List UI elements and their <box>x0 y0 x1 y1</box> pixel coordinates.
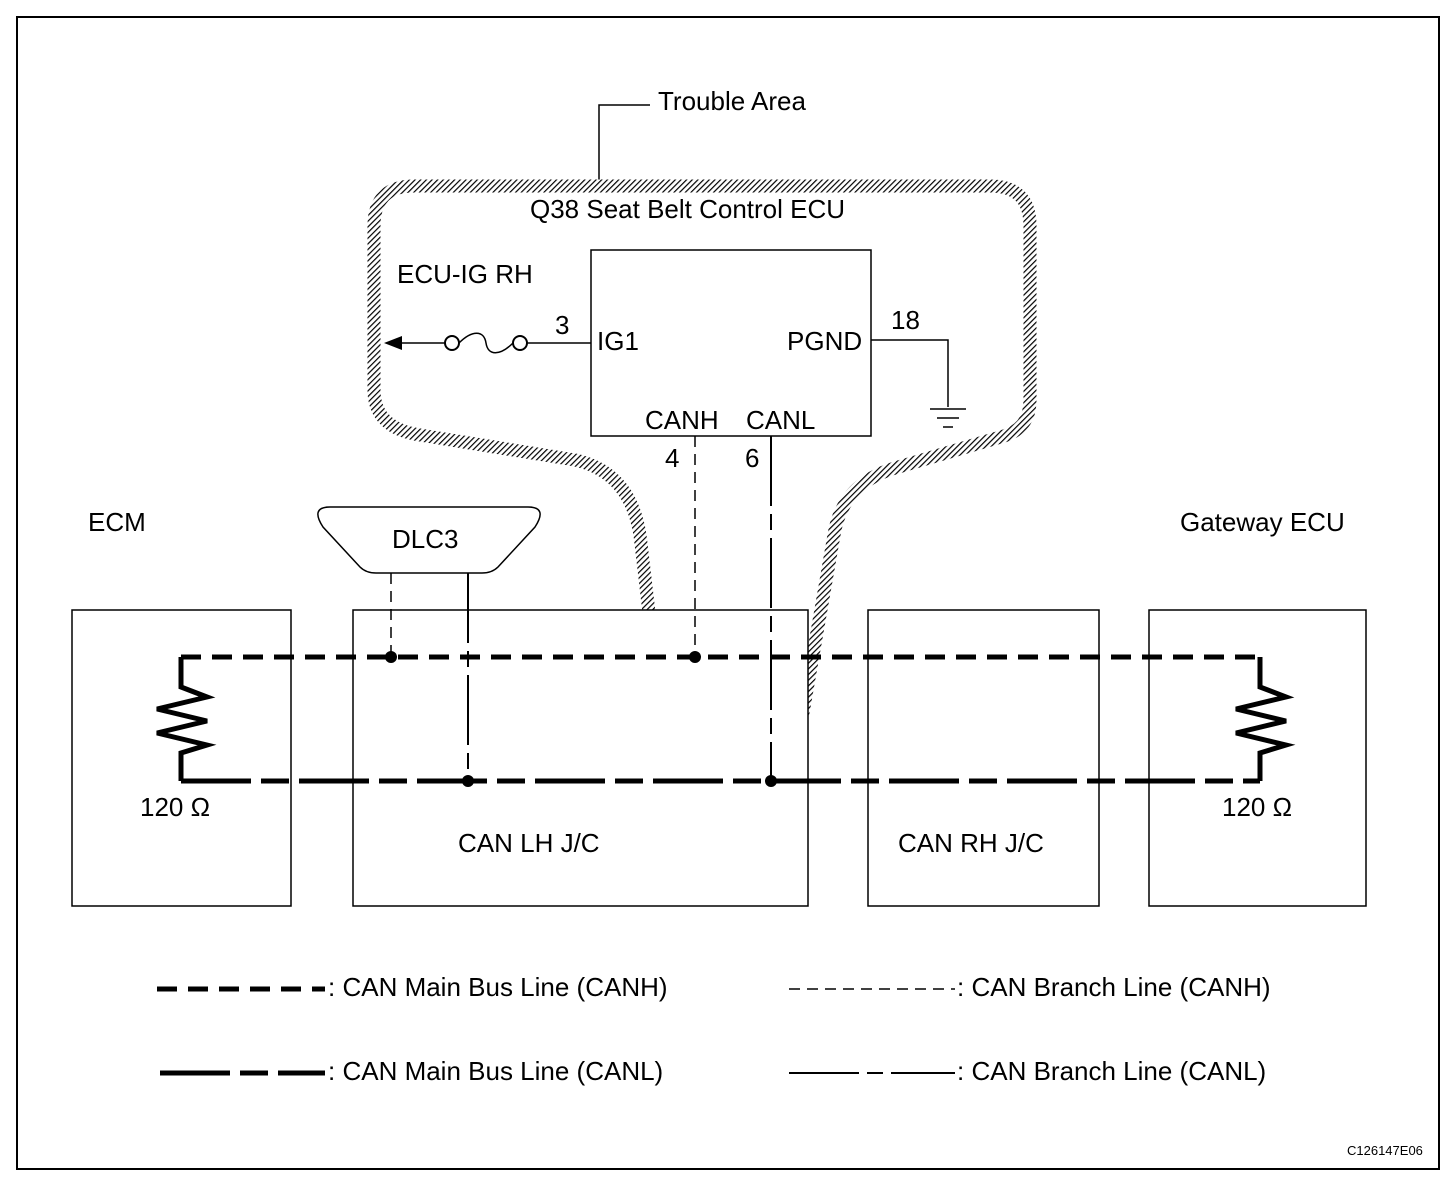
pin-canh-number: 4 <box>665 443 679 473</box>
ecm-terminating-resistor <box>156 657 217 781</box>
dlc3-canl-junction <box>462 775 474 787</box>
pin-pgnd-number: 18 <box>891 305 920 335</box>
legend-main-canh-text: : CAN Main Bus Line (CANH) <box>328 972 668 1002</box>
can-lh-jc-box <box>352 609 809 907</box>
ecu-canl-junction <box>765 775 777 787</box>
pin-ig1-name: IG1 <box>597 326 639 356</box>
can-lh-jc-label: CAN LH J/C <box>458 828 600 858</box>
dlc3-label: DLC3 <box>392 524 458 554</box>
fuse-terminal-right <box>512 335 528 351</box>
gateway-terminating-resistor <box>1235 657 1296 781</box>
pin-canl-name: CANL <box>746 405 815 435</box>
ecu-title: Q38 Seat Belt Control ECU <box>530 194 845 224</box>
diagram-frame <box>16 16 1440 1170</box>
pin-canl-number: 6 <box>745 443 759 473</box>
gateway-ecu-label: Gateway ECU <box>1180 507 1345 537</box>
legend: : CAN Main Bus Line (CANH) : CAN Branch … <box>157 972 1271 1086</box>
dlc3-connector <box>317 506 541 574</box>
legend-branch-canh-text: : CAN Branch Line (CANH) <box>957 972 1271 1002</box>
image-code: C126147E06 <box>1347 1143 1423 1158</box>
ground-icon <box>930 408 966 428</box>
gateway-resistor-value: 120 Ω <box>1222 792 1292 822</box>
pin-pgnd-name: PGND <box>787 326 862 356</box>
seat-belt-ecu-box <box>590 249 872 437</box>
fuse-icon <box>458 332 514 354</box>
pin-canh-name: CANH <box>645 405 719 435</box>
ig1-arrow-icon <box>384 336 402 350</box>
ecu-canh-junction <box>689 651 701 663</box>
ecm-resistor-value: 120 Ω <box>140 792 210 822</box>
fuse-terminal-left <box>444 335 460 351</box>
legend-main-canl-text: : CAN Main Bus Line (CANL) <box>328 1056 663 1086</box>
trouble-area-leader <box>598 104 650 182</box>
ecm-label: ECM <box>88 507 146 537</box>
pgnd-wire <box>871 339 949 407</box>
can-rh-jc-label: CAN RH J/C <box>898 828 1044 858</box>
trouble-area-label: Trouble Area <box>658 86 806 116</box>
fuse-label: ECU-IG RH <box>397 259 533 289</box>
legend-branch-canl-text: : CAN Branch Line (CANL) <box>957 1056 1266 1086</box>
can-rh-jc-box <box>867 609 1100 907</box>
dlc3-canh-junction <box>385 651 397 663</box>
pin-ig1-number: 3 <box>555 310 569 340</box>
